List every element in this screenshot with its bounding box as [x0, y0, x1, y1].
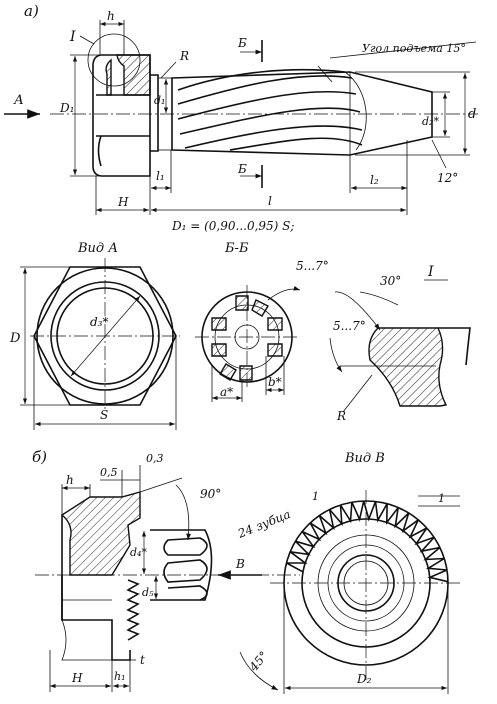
detail-i: I 30° 5...7° R	[329, 264, 471, 423]
dim-l2: l₂	[370, 173, 379, 187]
dim-d5: d₅	[142, 586, 154, 599]
dim-d1: D₁	[59, 101, 74, 115]
dim-ang90: 90°	[200, 487, 221, 501]
dim-l: l	[268, 194, 272, 208]
flute-slots	[211, 295, 283, 381]
dim-t: t	[140, 653, 145, 667]
dim-d2-large: D₂	[356, 672, 372, 686]
dim-ang30: 30°	[380, 274, 401, 288]
dim-h: h	[107, 9, 115, 23]
dim-h1: h₁	[114, 670, 126, 683]
label-cut-b-top: Б	[237, 36, 247, 50]
dim-r: R	[179, 49, 189, 63]
detail-i-circle	[87, 33, 141, 87]
label-detail-i-title: I	[427, 264, 434, 280]
dim-ang57-a: 5...7°	[296, 259, 329, 273]
main-view-a: а) I R	[4, 2, 478, 233]
label-part-a: а)	[24, 2, 39, 20]
label-view-a: Вид А	[77, 241, 118, 256]
dim-l1: l₁	[156, 169, 165, 183]
serration-teeth	[286, 500, 449, 583]
view-a-hexagon: Вид А d₃* D S	[9, 241, 180, 430]
label-part-b: б)	[32, 448, 47, 466]
dim-ang45: 45°	[246, 649, 271, 675]
dim-h-b-large: H	[71, 671, 83, 685]
label-view-v: Вид В	[344, 451, 385, 466]
helical-flutes	[177, 68, 367, 151]
main-view-b: б) 90° h 0,5 0,3 d₄* d₅ В	[32, 448, 300, 692]
dim-h-b: h	[66, 473, 74, 487]
label-formula: D₁ = (0,90...0,95) S;	[171, 219, 294, 233]
label-view-a-arrow: А	[13, 93, 24, 108]
section-bb: Б-Б 5...7° a* b*	[195, 241, 329, 402]
dim-d1-small: d₁	[154, 94, 165, 107]
dim-angle-12: 12°	[437, 171, 458, 185]
dim-v05: 0,5	[100, 466, 118, 479]
dim-b: b*	[268, 375, 282, 389]
dim-d3: d₃*	[90, 315, 109, 329]
label-cut-b-bottom: Б	[237, 162, 247, 176]
dim-d2: d₂*	[422, 115, 439, 128]
view-v: Вид В 24 зубца 1 1 45° D₂	[235, 451, 460, 694]
dim-r-detail: R	[336, 409, 346, 423]
dim-a: a*	[220, 385, 233, 399]
dim-v03: 0,3	[146, 452, 164, 465]
dim-d: d	[468, 107, 476, 122]
dim-one-b: 1	[438, 492, 445, 505]
label-view-v-arrow: В	[235, 557, 245, 571]
label-section-bb: Б-Б	[224, 241, 249, 256]
dim-s: S	[100, 408, 108, 422]
dim-h-large: H	[117, 195, 129, 209]
dim-one-a: 1	[312, 490, 319, 503]
dim-ang57-b: 5...7°	[333, 319, 366, 333]
dim-d-hex: D	[9, 331, 21, 346]
dim-d4: d₄*	[130, 546, 147, 559]
label-teeth: 24 зубца	[235, 507, 293, 541]
label-detail-i: I	[69, 29, 76, 45]
